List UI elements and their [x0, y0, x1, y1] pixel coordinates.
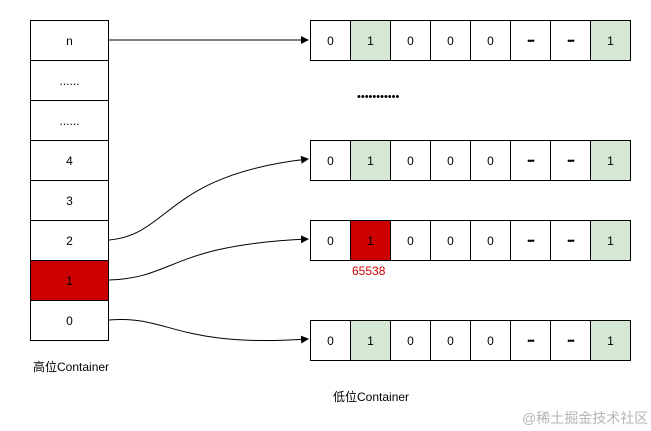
low-bit-value: 1: [607, 153, 614, 168]
low-bit-cell: 0: [430, 320, 471, 361]
high-cell-n: n: [30, 20, 109, 61]
high-cell-ellipsis-2: ......: [30, 100, 109, 141]
high-cell-label: ......: [59, 113, 80, 128]
watermark: @稀土掘金技术社区: [522, 410, 649, 426]
high-cell-label: 3: [66, 193, 73, 208]
low-bit-cell: 0: [390, 20, 431, 61]
low-bit-value: 0: [327, 333, 334, 348]
low-bit-cell: 1: [350, 140, 391, 181]
low-bit-value: •••: [527, 35, 535, 46]
low-bit-value: 0: [487, 153, 494, 168]
low-bit-value: 0: [407, 333, 414, 348]
low-bit-cell: 0: [390, 320, 431, 361]
low-bit-value: 1: [367, 153, 374, 168]
low-bit-cell: 1: [590, 320, 631, 361]
highlight-value-label: 65538: [352, 264, 386, 278]
high-cell-label: 2: [66, 233, 73, 248]
low-bit-cell: 1: [590, 220, 631, 261]
low-bit-cell: 0: [310, 140, 351, 181]
low-bit-cell: •••: [550, 320, 591, 361]
arrow-0-to-row-4: [108, 318, 309, 344]
low-bit-cell: •••: [510, 320, 551, 361]
arrow-1-to-row-3: [108, 235, 309, 281]
low-bit-value: •••: [567, 235, 575, 246]
high-cell-2: 2: [30, 220, 109, 261]
low-bit-value: 0: [447, 33, 454, 48]
low-bit-cell: 1: [350, 320, 391, 361]
high-cell-label: n: [66, 33, 73, 48]
high-cell-4: 4: [30, 140, 109, 181]
low-bit-cell: 1: [350, 20, 391, 61]
low-bit-value: 0: [447, 233, 454, 248]
low-bit-value: 0: [327, 233, 334, 248]
rows-ellipsis: •••••••••••: [357, 91, 400, 103]
low-bit-cell: 0: [470, 320, 511, 361]
high-cell-label: 1: [66, 273, 73, 288]
low-bit-value: 0: [447, 153, 454, 168]
low-container-title: 低位Container: [333, 390, 410, 404]
low-bit-cell: 0: [430, 140, 471, 181]
low-bit-cell: •••: [510, 20, 551, 61]
low-bit-cell-highlighted: 1: [350, 220, 391, 261]
low-bit-value: 1: [367, 233, 374, 248]
low-bit-cell: 0: [430, 20, 471, 61]
high-cell-label: 0: [66, 313, 73, 328]
low-bit-cell: 1: [590, 20, 631, 61]
low-bit-value: 0: [407, 233, 414, 248]
low-bit-value: 0: [487, 333, 494, 348]
low-bit-value: •••: [567, 155, 575, 166]
high-cell-3: 3: [30, 180, 109, 221]
arrow-2-to-row-2: [108, 155, 309, 241]
low-bit-cell: •••: [510, 140, 551, 181]
low-bit-value: 1: [367, 333, 374, 348]
high-container-title: 高位Container: [33, 360, 110, 374]
high-cell-0: 0: [30, 300, 109, 341]
high-cell-1-highlighted: 1: [30, 260, 109, 301]
low-bit-value: •••: [527, 155, 535, 166]
low-bit-value: 0: [327, 153, 334, 168]
low-bit-value: 0: [407, 33, 414, 48]
high-cell-label: 4: [66, 153, 73, 168]
low-bit-value: 0: [447, 333, 454, 348]
high-cell-label: ......: [59, 73, 80, 88]
low-bit-value: 1: [607, 233, 614, 248]
low-bit-cell: 1: [590, 140, 631, 181]
low-bit-value: 0: [487, 233, 494, 248]
low-bit-value: •••: [567, 335, 575, 346]
low-bit-value: 0: [327, 33, 334, 48]
low-bit-cell: •••: [550, 140, 591, 181]
low-bit-value: 1: [607, 33, 614, 48]
low-bit-value: •••: [527, 335, 535, 346]
low-bit-value: 0: [487, 33, 494, 48]
low-bit-value: 1: [607, 333, 614, 348]
low-bit-value: •••: [527, 235, 535, 246]
low-bit-cell: 0: [470, 140, 511, 181]
low-bit-value: 0: [407, 153, 414, 168]
low-bit-value: 1: [367, 33, 374, 48]
low-bit-cell: 0: [310, 220, 351, 261]
low-bit-cell: 0: [310, 320, 351, 361]
low-bit-value: •••: [567, 35, 575, 46]
